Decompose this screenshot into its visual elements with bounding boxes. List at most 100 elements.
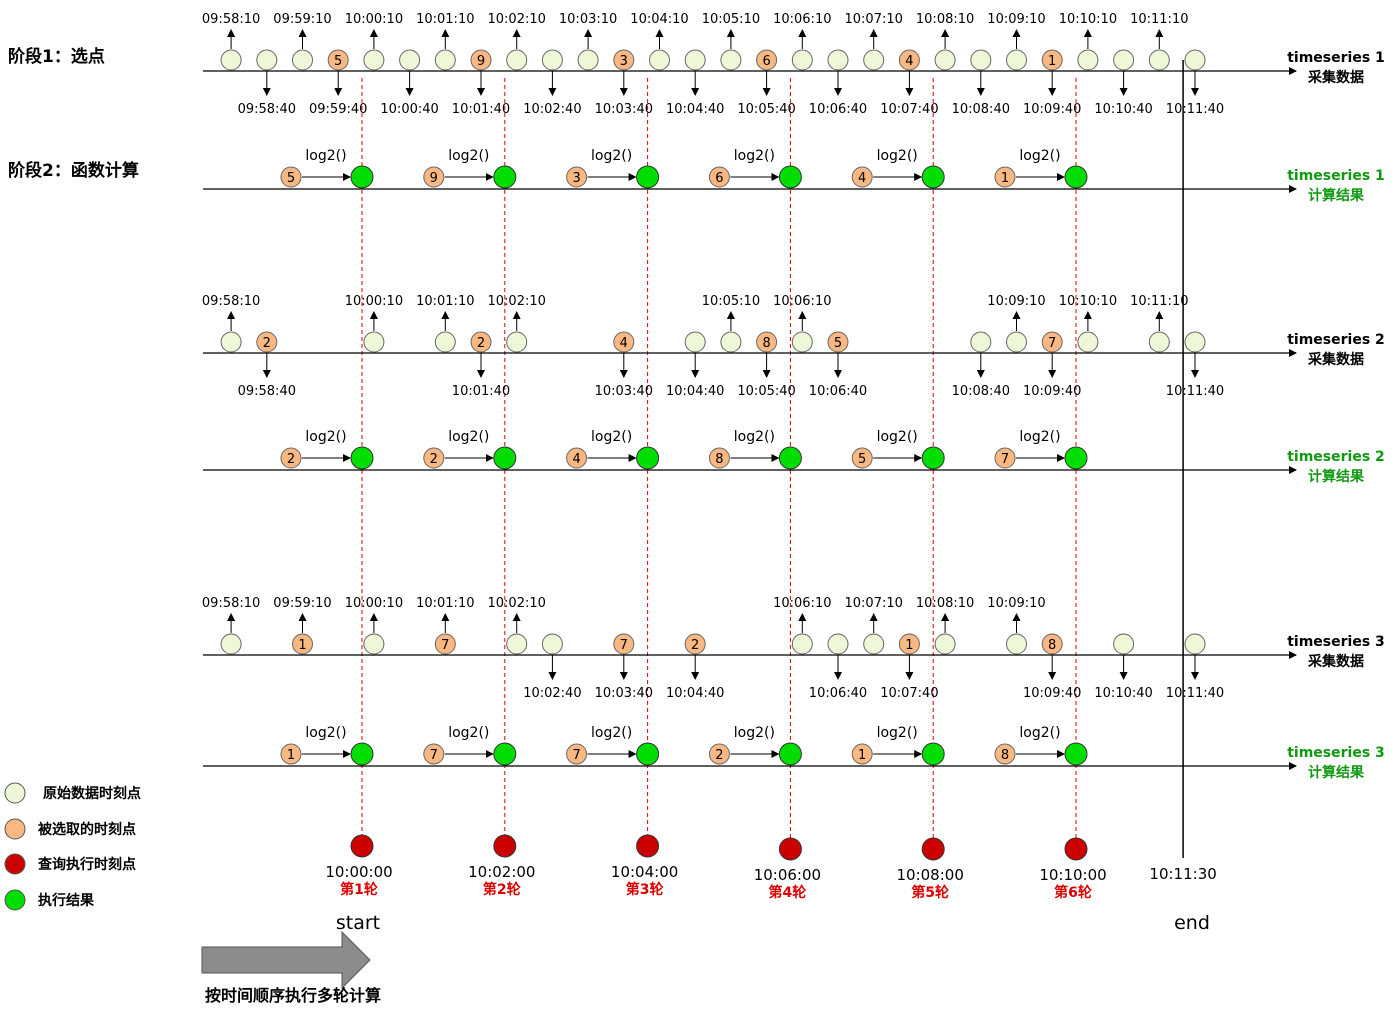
input-point-value: 2 bbox=[287, 452, 295, 467]
raw-point bbox=[684, 331, 706, 353]
selected-point bbox=[756, 49, 778, 71]
timestamp-label: 10:07:40 bbox=[880, 102, 938, 117]
timestamp-label: 10:01:40 bbox=[452, 102, 510, 117]
selected-point bbox=[613, 633, 635, 655]
timestamp-label: 10:09:10 bbox=[987, 294, 1045, 309]
timestamp-label: 10:06:40 bbox=[809, 384, 867, 399]
timestamp-label: 10:00:40 bbox=[380, 102, 438, 117]
function-label: log2() bbox=[734, 429, 775, 445]
raw-point bbox=[220, 633, 242, 655]
timestamp-label: 10:11:10 bbox=[1130, 294, 1188, 309]
input-point bbox=[280, 743, 302, 765]
input-point-value: 3 bbox=[572, 171, 580, 186]
selected-point bbox=[1041, 331, 1063, 353]
selected-point bbox=[470, 331, 492, 353]
function-label: log2() bbox=[305, 725, 346, 741]
timestamp-label: 10:01:10 bbox=[416, 12, 474, 27]
raw-point bbox=[970, 331, 992, 353]
direction-label: 按时间顺序执行多轮计算 bbox=[205, 986, 381, 1005]
input-point-value: 5 bbox=[287, 171, 295, 186]
timestamp-label: 09:59:40 bbox=[309, 102, 367, 117]
result-point bbox=[778, 446, 802, 470]
input-point bbox=[851, 166, 873, 188]
selected-point-value: 1 bbox=[905, 638, 913, 653]
raw-point bbox=[506, 633, 528, 655]
timestamp-label: 10:06:40 bbox=[809, 686, 867, 701]
input-point-value: 1 bbox=[1001, 171, 1009, 186]
raw-point bbox=[399, 49, 421, 71]
result-point bbox=[921, 742, 945, 766]
axis-label-kind: 采集数据 bbox=[1307, 351, 1364, 368]
input-point-value: 8 bbox=[715, 452, 723, 467]
selected-point bbox=[1041, 49, 1063, 71]
timestamp-label: 10:03:40 bbox=[595, 686, 653, 701]
function-label: log2() bbox=[734, 725, 775, 741]
round-time: 10:04:00 bbox=[611, 863, 678, 881]
input-point-value: 8 bbox=[1001, 748, 1009, 763]
raw-point bbox=[1077, 49, 1099, 71]
selected-point bbox=[756, 331, 778, 353]
result-point bbox=[778, 742, 802, 766]
raw-point bbox=[1006, 49, 1027, 71]
legend-swatch-selected bbox=[4, 818, 26, 840]
timestamp-label: 10:10:40 bbox=[1094, 102, 1152, 117]
raw-point bbox=[827, 49, 849, 71]
result-point bbox=[1064, 165, 1088, 189]
timestamp-label: 09:58:10 bbox=[202, 596, 260, 611]
legend-label: 查询执行时刻点 bbox=[38, 856, 136, 873]
input-point bbox=[566, 743, 588, 765]
selected-point bbox=[827, 331, 849, 353]
timestamp-label: 10:09:40 bbox=[1023, 686, 1081, 701]
result-point bbox=[350, 165, 374, 189]
raw-point bbox=[220, 49, 242, 71]
input-point-value: 4 bbox=[858, 171, 866, 186]
input-point bbox=[566, 166, 588, 188]
axis-label-series: timeseries 3 bbox=[1287, 634, 1385, 650]
raw-point bbox=[1148, 49, 1170, 71]
input-point-value: 1 bbox=[287, 748, 295, 763]
result-point bbox=[493, 446, 517, 470]
axis-label-series: timeseries 1 bbox=[1287, 50, 1385, 66]
input-point-value: 4 bbox=[572, 452, 580, 467]
legend-swatch-query bbox=[4, 853, 26, 875]
end-label: end bbox=[1174, 912, 1210, 934]
input-point-value: 2 bbox=[430, 452, 438, 467]
raw-point bbox=[791, 49, 813, 71]
function-label: log2() bbox=[1019, 429, 1060, 445]
result-point bbox=[636, 742, 660, 766]
timestamp-label: 10:11:40 bbox=[1166, 384, 1224, 399]
timestamp-label: 10:03:40 bbox=[595, 102, 653, 117]
function-label: log2() bbox=[1019, 725, 1060, 741]
raw-point bbox=[541, 49, 563, 71]
selected-point-value: 8 bbox=[762, 336, 770, 351]
timestamp-label: 10:11:10 bbox=[1130, 12, 1188, 27]
result-point bbox=[493, 742, 517, 766]
timestamp-label: 09:59:10 bbox=[273, 596, 331, 611]
raw-point bbox=[720, 49, 742, 71]
timestamp-label: 10:04:40 bbox=[666, 102, 724, 117]
input-point bbox=[851, 447, 873, 469]
selected-point bbox=[898, 49, 920, 71]
selected-point-value: 6 bbox=[762, 54, 770, 69]
function-label: log2() bbox=[1019, 148, 1060, 164]
selected-point-value: 9 bbox=[477, 54, 485, 69]
selected-point-value: 7 bbox=[1048, 336, 1056, 351]
query-point bbox=[1064, 837, 1088, 861]
timestamp-label: 10:10:10 bbox=[1059, 294, 1117, 309]
round-label: 第3轮 bbox=[626, 881, 664, 898]
selected-point-value: 7 bbox=[620, 638, 628, 653]
raw-point bbox=[541, 633, 563, 655]
selected-point bbox=[1041, 633, 1063, 655]
timestamp-label: 10:04:40 bbox=[666, 686, 724, 701]
selected-point bbox=[292, 633, 313, 655]
raw-point bbox=[506, 49, 528, 71]
selected-point bbox=[327, 49, 349, 71]
axis-label-kind: 采集数据 bbox=[1307, 69, 1364, 86]
timestamp-label: 10:04:10 bbox=[630, 12, 688, 27]
raw-point bbox=[934, 49, 956, 71]
function-label: log2() bbox=[305, 429, 346, 445]
timestamp-label: 09:58:10 bbox=[202, 12, 260, 27]
result-point bbox=[1064, 742, 1088, 766]
function-label: log2() bbox=[591, 429, 632, 445]
input-point-value: 1 bbox=[858, 748, 866, 763]
